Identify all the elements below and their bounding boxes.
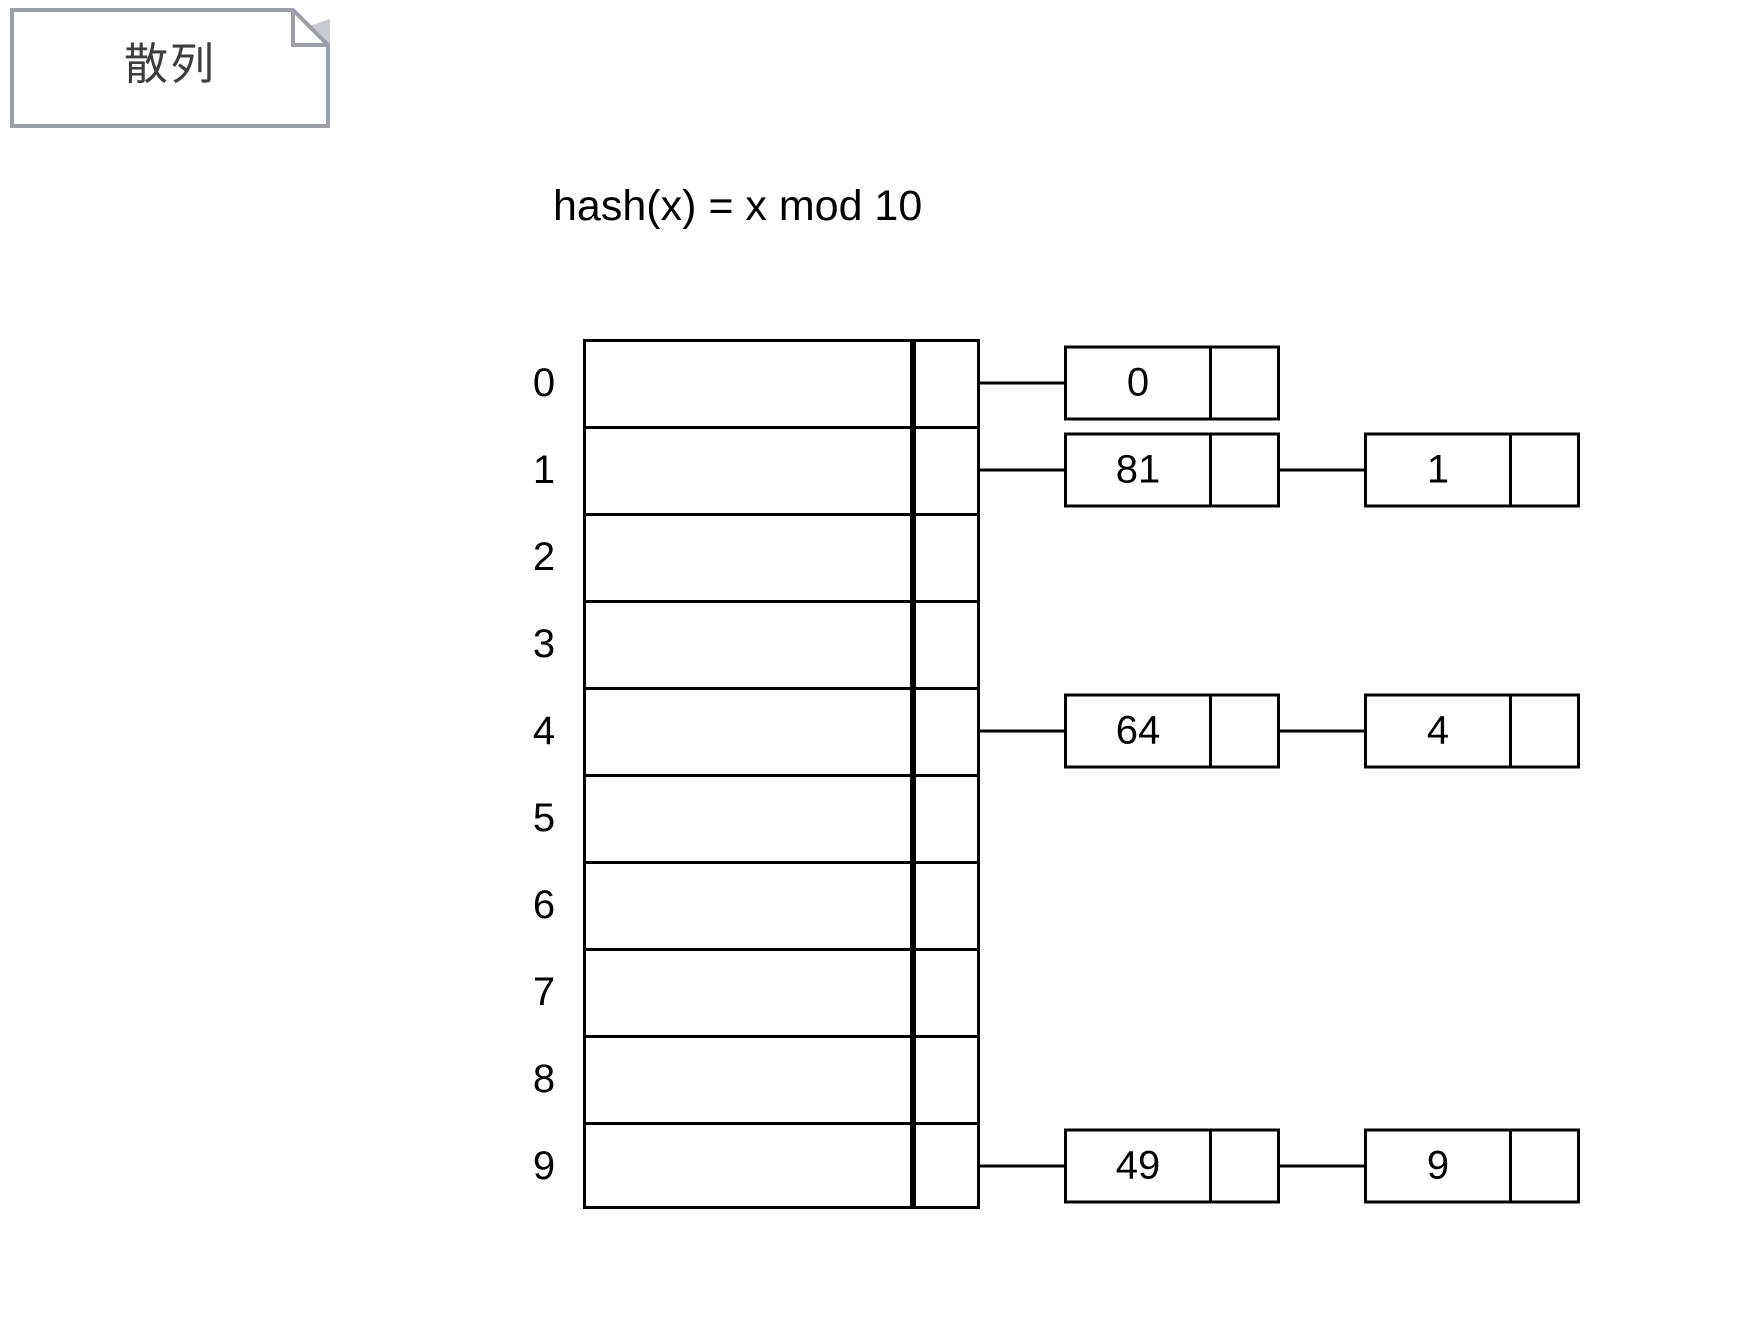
bucket-cells [583, 861, 980, 948]
node-next-pointer-cell [1512, 1128, 1580, 1203]
list-item: 9 [1364, 1128, 1580, 1203]
list-item: 0 [1064, 345, 1280, 420]
bucket-pointer-cell [913, 774, 980, 861]
bucket-index-label: 0 [532, 360, 556, 405]
bucket-pointer-cell [913, 339, 980, 426]
bucket-index-label: 7 [532, 969, 556, 1014]
bucket-pointer-cell [913, 687, 980, 774]
bucket-chain: 64 4 [980, 693, 1580, 768]
list-item: 49 [1064, 1128, 1280, 1203]
node-value: 49 [1064, 1128, 1212, 1203]
bucket-body-cell [583, 687, 913, 774]
bucket-pointer-cell [913, 513, 980, 600]
bucket-body-cell [583, 774, 913, 861]
bucket-index-label: 4 [532, 708, 556, 753]
table-row: 0 0 [505, 339, 1280, 426]
chain-connector-line [980, 468, 1064, 471]
bucket-cells [583, 1122, 980, 1209]
table-row: 5 [505, 774, 980, 861]
chain-connector-line [980, 381, 1064, 384]
bucket-body-cell [583, 948, 913, 1035]
bucket-cells [583, 600, 980, 687]
table-row: 6 [505, 861, 980, 948]
bucket-cells [583, 339, 980, 426]
bucket-body-cell [583, 513, 913, 600]
bucket-pointer-cell [913, 861, 980, 948]
node-next-pointer-cell [1212, 1128, 1280, 1203]
note-shape-icon [10, 8, 330, 128]
chain-connector-line [1280, 468, 1364, 471]
table-row: 4 64 4 [505, 687, 1580, 774]
bucket-body-cell [583, 426, 913, 513]
bucket-index-label: 6 [532, 882, 556, 927]
chain-connector-line [980, 1164, 1064, 1167]
node-next-pointer-cell [1212, 693, 1280, 768]
bucket-body-cell [583, 339, 913, 426]
table-row: 9 49 9 [505, 1122, 1580, 1209]
node-next-pointer-cell [1512, 693, 1580, 768]
bucket-body-cell [583, 1035, 913, 1122]
chain-connector-line [980, 729, 1064, 732]
bucket-cells [583, 774, 980, 861]
node-next-pointer-cell [1212, 432, 1280, 507]
bucket-index-label: 2 [532, 534, 556, 579]
title-note-label: 散列 [124, 40, 216, 89]
bucket-body-cell [583, 1122, 913, 1209]
node-value: 4 [1364, 693, 1512, 768]
bucket-pointer-cell [913, 1035, 980, 1122]
bucket-pointer-cell [913, 1122, 980, 1209]
bucket-cells [583, 513, 980, 600]
hash-function-formula: hash(x) = x mod 10 [553, 182, 923, 230]
bucket-index-label: 8 [532, 1056, 556, 1101]
bucket-pointer-cell [913, 426, 980, 513]
bucket-cells [583, 426, 980, 513]
bucket-index-label: 9 [532, 1143, 556, 1188]
title-note-card: 散列 [10, 8, 330, 128]
bucket-pointer-cell [913, 948, 980, 1035]
bucket-cells [583, 1035, 980, 1122]
table-row: 8 [505, 1035, 980, 1122]
bucket-body-cell [583, 861, 913, 948]
table-row: 2 [505, 513, 980, 600]
bucket-body-cell [583, 600, 913, 687]
node-next-pointer-cell [1212, 345, 1280, 420]
node-value: 1 [1364, 432, 1512, 507]
list-item: 4 [1364, 693, 1580, 768]
chain-connector-line [1280, 1164, 1364, 1167]
bucket-index-label: 5 [532, 795, 556, 840]
list-item: 81 [1064, 432, 1280, 507]
node-value: 0 [1064, 345, 1212, 420]
bucket-chain: 81 1 [980, 432, 1580, 507]
table-row: 1 81 1 [505, 426, 1580, 513]
bucket-chain: 0 [980, 345, 1280, 420]
bucket-index-label: 3 [532, 621, 556, 666]
hash-table: 0 0 1 81 1 [505, 339, 1580, 1209]
bucket-chain: 49 9 [980, 1128, 1580, 1203]
list-item: 1 [1364, 432, 1580, 507]
node-value: 9 [1364, 1128, 1512, 1203]
bucket-cells [583, 948, 980, 1035]
chain-connector-line [1280, 729, 1364, 732]
table-row: 7 [505, 948, 980, 1035]
node-next-pointer-cell [1512, 432, 1580, 507]
bucket-cells [583, 687, 980, 774]
node-value: 64 [1064, 693, 1212, 768]
bucket-pointer-cell [913, 600, 980, 687]
node-value: 81 [1064, 432, 1212, 507]
list-item: 64 [1064, 693, 1280, 768]
table-row: 3 [505, 600, 980, 687]
bucket-index-label: 1 [532, 447, 556, 492]
